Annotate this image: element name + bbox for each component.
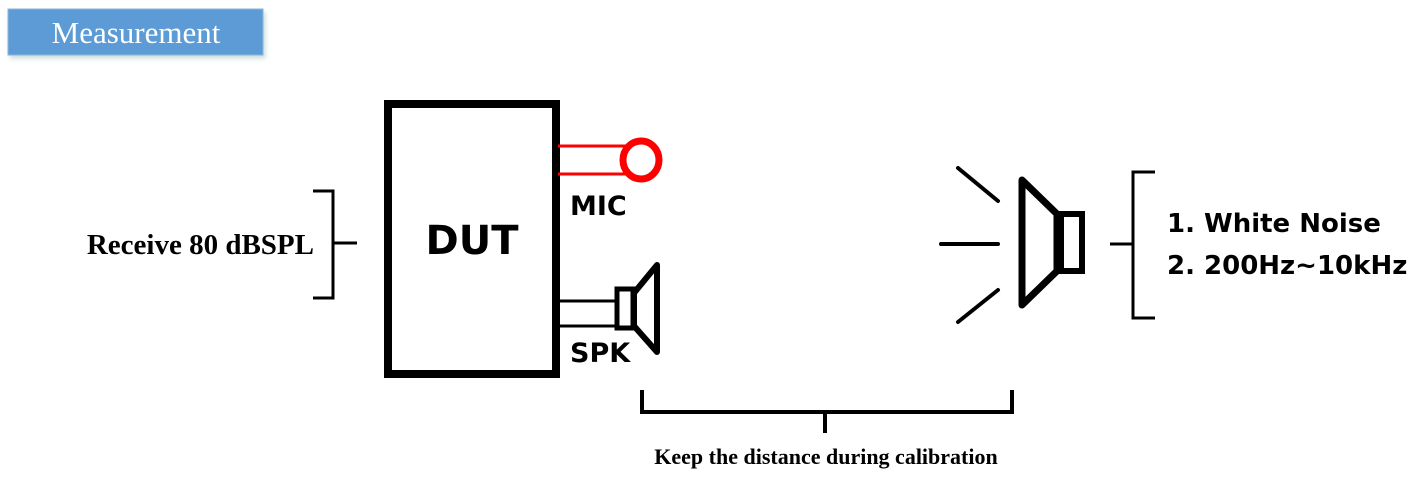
title-box: Measurement (7, 8, 264, 56)
dut-speaker-icon (558, 262, 660, 355)
distance-label: Keep the distance during calibration (654, 444, 997, 469)
source-item: 2. 200Hz~10kHz (1167, 251, 1407, 281)
dut-label: DUT (426, 218, 520, 264)
source-speaker-icon (939, 166, 1085, 324)
title-text: Measurement (52, 15, 221, 50)
source-list: 1. White Noise 2. 200Hz~10kHz (1167, 209, 1407, 281)
receive-label: Receive 80 dBSPL (87, 229, 314, 261)
mic-label: MIC (570, 191, 627, 222)
source-item: 1. White Noise (1167, 209, 1381, 239)
bottom-brace (640, 390, 1014, 433)
mic-icon (558, 137, 663, 183)
dut-block: DUT (384, 100, 560, 378)
right-brace (1110, 170, 1155, 320)
spk-label: SPK (570, 338, 631, 369)
left-brace (313, 189, 357, 300)
